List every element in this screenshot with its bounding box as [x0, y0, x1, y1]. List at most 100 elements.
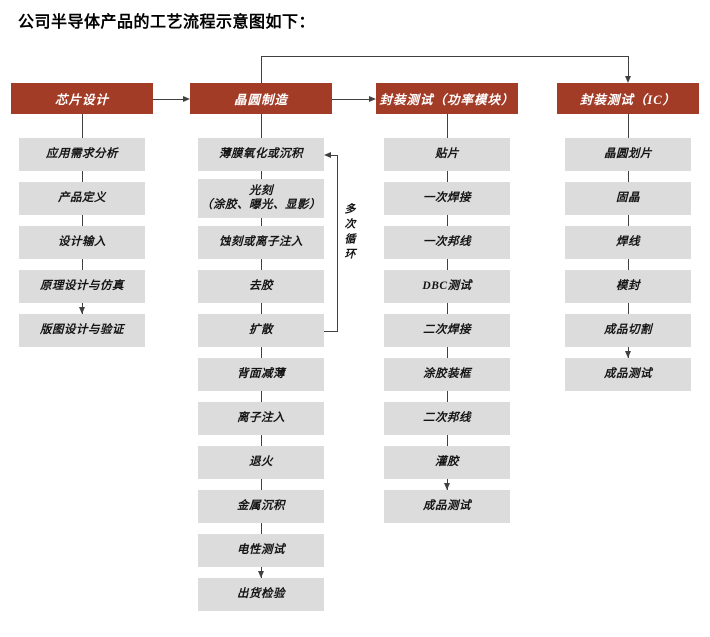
- flow-step-label: 背面减薄: [237, 367, 285, 380]
- flow-step-label: 二次邦线: [423, 411, 471, 424]
- connector-line: [330, 155, 338, 156]
- flow-step-label: 一次邦线: [423, 235, 471, 248]
- connector-line: [337, 155, 338, 331]
- flow-header-box: 封装测试（功率模块）: [376, 83, 518, 114]
- arrowhead-down-icon: [624, 76, 631, 83]
- flow-header-box: 封装测试（IC）: [557, 83, 699, 114]
- page-title: 公司半导体产品的工艺流程示意图如下：: [18, 14, 316, 31]
- connector-line: [153, 99, 184, 100]
- flow-step-box: 贴片: [384, 138, 510, 171]
- connector-line: [82, 259, 83, 270]
- flow-step-label: 成品切割: [604, 323, 652, 336]
- flow-step-label: 二次焊接: [423, 323, 471, 336]
- flow-step-box: 固晶: [565, 182, 691, 215]
- connector-line: [332, 99, 370, 100]
- flow-step-label: 贴片: [435, 147, 459, 160]
- flow-step-label: 去胶: [249, 279, 273, 292]
- flow-step-box: 产品定义: [19, 182, 145, 215]
- connector-line: [447, 303, 448, 314]
- arrowhead-down-icon: [443, 483, 450, 490]
- flow-step-box: 一次邦线: [384, 226, 510, 259]
- flow-step-label: 一次焊接: [423, 191, 471, 204]
- connector-line: [628, 56, 629, 77]
- connector-line: [628, 171, 629, 182]
- flow-step-label: 晶圆划片: [604, 147, 652, 160]
- flow-step-label: 焊线: [616, 235, 640, 248]
- flow-step-box: 灌胶: [384, 446, 510, 479]
- flow-step-label: 版图设计与验证: [40, 323, 124, 336]
- connector-line: [261, 347, 262, 358]
- connector-line: [261, 259, 262, 270]
- arrowhead-down-icon: [624, 351, 631, 358]
- connector-line: [261, 56, 628, 57]
- connector-line: [261, 435, 262, 446]
- flow-step-label: 光刻: [249, 184, 273, 197]
- flow-step-label: 产品定义: [58, 191, 106, 204]
- flow-step-box: 一次焊接: [384, 182, 510, 215]
- connector-line: [447, 391, 448, 402]
- flow-step-box: 出货检验: [198, 578, 324, 611]
- flow-step-label: 应用需求分析: [46, 147, 118, 160]
- flow-step-label: 薄膜氧化或沉积: [219, 147, 303, 160]
- flow-step-box: 原理设计与仿真: [19, 270, 145, 303]
- flow-step-label: 蚀刻或离子注入: [219, 235, 303, 248]
- flow-step-box: 电性测试: [198, 534, 324, 567]
- connector-line: [628, 259, 629, 270]
- flow-step-label: 电性测试: [237, 543, 285, 556]
- flow-step-label: 原理设计与仿真: [40, 279, 124, 292]
- connector-line: [628, 114, 629, 138]
- flow-step-box: 薄膜氧化或沉积: [198, 138, 324, 171]
- connector-line: [447, 171, 448, 182]
- flow-step-box: DBC测试: [384, 270, 510, 303]
- flow-step-box: 光刻（涂胶、曝光、显影）: [198, 179, 324, 218]
- flow-step-box: 焊线: [565, 226, 691, 259]
- flow-step-label: 固晶: [616, 191, 640, 204]
- connector-line: [324, 331, 338, 332]
- flow-step-box: 成品测试: [565, 358, 691, 391]
- flow-step-box: 去胶: [198, 270, 324, 303]
- connector-line: [628, 215, 629, 226]
- connector-line: [82, 114, 83, 138]
- flow-step-box: 成品切割: [565, 314, 691, 347]
- flow-header-box: 芯片设计: [11, 83, 153, 114]
- flow-step-box: 版图设计与验证: [19, 314, 145, 347]
- connector-line: [261, 171, 262, 179]
- flow-step-box: 金属沉积: [198, 490, 324, 523]
- flow-step-label: DBC测试: [422, 279, 472, 292]
- flow-step-box: 蚀刻或离子注入: [198, 226, 324, 259]
- connector-line: [447, 215, 448, 226]
- connector-line: [261, 391, 262, 402]
- connector-line: [261, 523, 262, 534]
- flow-step-box: 二次邦线: [384, 402, 510, 435]
- connector-line: [447, 259, 448, 270]
- flow-step-label: （涂胶、曝光、显影）: [201, 198, 321, 211]
- connector-line: [82, 171, 83, 182]
- flow-step-box: 晶圆划片: [565, 138, 691, 171]
- flow-step-box: 二次焊接: [384, 314, 510, 347]
- connector-line: [447, 347, 448, 358]
- arrowhead-right-icon: [183, 95, 190, 102]
- flow-step-box: 离子注入: [198, 402, 324, 435]
- connector-line: [447, 114, 448, 138]
- arrowhead-down-icon: [257, 571, 264, 578]
- flow-step-box: 扩散: [198, 314, 324, 347]
- flow-step-box: 模封: [565, 270, 691, 303]
- flow-step-box: 涂胶装框: [384, 358, 510, 391]
- flow-step-label: 离子注入: [237, 411, 285, 424]
- flow-step-label: 退火: [249, 455, 273, 468]
- connector-line: [628, 303, 629, 314]
- connector-line: [447, 435, 448, 446]
- flow-step-label: 涂胶装框: [423, 367, 471, 380]
- connector-line: [261, 114, 262, 138]
- flow-step-label: 成品测试: [423, 499, 471, 512]
- flow-step-label: 设计输入: [58, 235, 106, 248]
- connector-line: [261, 56, 262, 83]
- flow-step-label: 模封: [616, 279, 640, 292]
- flow-step-box: 背面减薄: [198, 358, 324, 391]
- flow-step-box: 退火: [198, 446, 324, 479]
- flow-header-box: 晶圆制造: [190, 83, 332, 114]
- flow-step-label: 扩散: [249, 323, 273, 336]
- flow-step-box: 设计输入: [19, 226, 145, 259]
- connector-line: [261, 479, 262, 490]
